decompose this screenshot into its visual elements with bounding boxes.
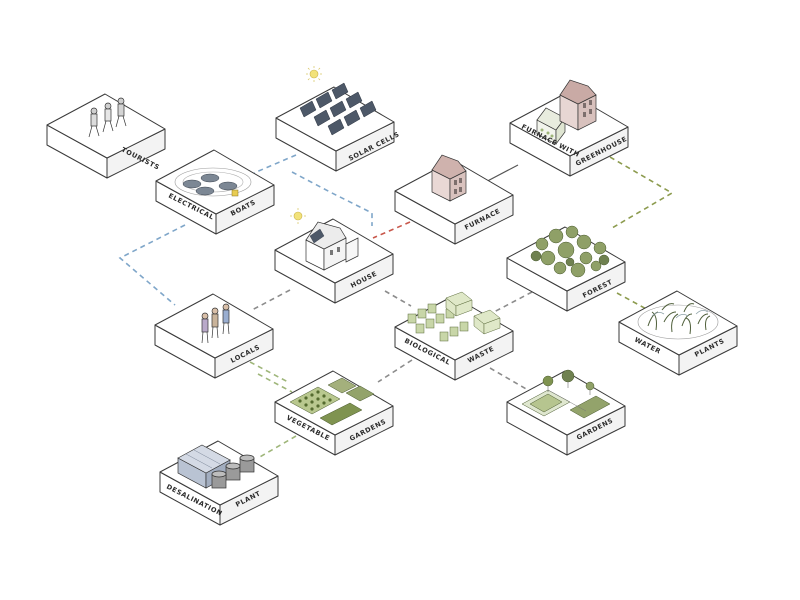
- tile-top: [274, 370, 394, 436]
- boats-icon: [174, 167, 252, 197]
- connector-solar-boats: [253, 154, 297, 174]
- connector-furnace-house: [372, 221, 411, 239]
- node-vegetable-gardens: VEGETABLE GARDENS: [274, 370, 394, 456]
- connector-greenhouse-forest: [609, 156, 674, 229]
- water-plants-icon: [637, 303, 719, 340]
- vegetable-beds-icon: [289, 377, 375, 426]
- connector-locals-veg: [249, 361, 289, 383]
- node-biological-waste: BIOLOGICAL WASTE: [394, 291, 514, 381]
- connector-solar-house: [291, 171, 373, 226]
- solar-panels-icon: [299, 82, 377, 136]
- sun-icon: [290, 208, 306, 224]
- sun-icon: [306, 66, 322, 82]
- connector-boats-locals: [118, 224, 186, 306]
- connector-bio-veg: [377, 359, 413, 383]
- connector-forest-bio: [493, 291, 533, 313]
- forest-trees-icon: [530, 225, 610, 278]
- tile-top: [155, 149, 275, 215]
- tile-top: [275, 86, 395, 152]
- gardens-icon: [521, 369, 611, 419]
- node-locals: LOCALS: [154, 293, 274, 379]
- node-solar-cells: SOLAR CELLS: [275, 66, 401, 172]
- connectors: [118, 154, 674, 459]
- node-water-plants: WATER PLANTS: [618, 290, 738, 376]
- tourists-people-icon: [88, 97, 127, 138]
- greenhouse-icon: [536, 107, 566, 146]
- connector-house-locals: [251, 289, 291, 311]
- node-house: HOUSE: [274, 208, 394, 304]
- locals-people-icon: [201, 303, 230, 344]
- node-forest: FOREST: [506, 225, 626, 312]
- waste-containers-icon: [407, 291, 501, 342]
- tile-top: [46, 93, 166, 159]
- connector-house-bio: [384, 290, 412, 307]
- tile-top: [618, 290, 738, 356]
- node-tourists: TOURISTS: [46, 93, 166, 179]
- node-desalination-plant: DESALINATION PLANT: [159, 440, 279, 526]
- node-gardens: GARDENS: [506, 369, 626, 456]
- node-electrical-boats: ELECTRICAL BOATS: [155, 149, 275, 235]
- node-furnace: FURNACE: [394, 154, 514, 245]
- house-icon: [305, 221, 359, 271]
- furnace-icon: [431, 154, 467, 202]
- connector-bio-gardens: [489, 367, 529, 391]
- connector-locals-veg-2: [257, 373, 293, 393]
- node-furnace-greenhouse: FURNACE WITH GREENHOUSE: [509, 79, 629, 177]
- desalination-plant-icon: [177, 444, 255, 489]
- furnace-building-icon: [559, 79, 597, 131]
- connector-veg-desal: [257, 435, 297, 459]
